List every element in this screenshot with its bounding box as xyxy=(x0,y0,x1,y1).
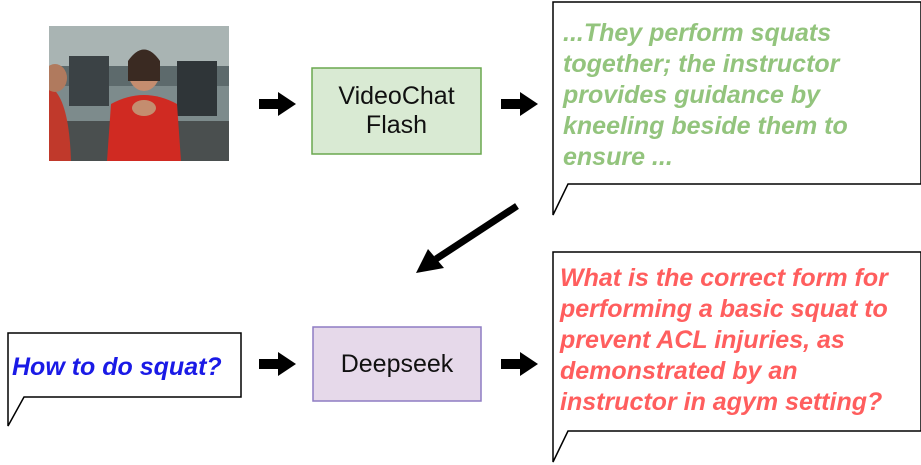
deepseek-box xyxy=(312,326,482,402)
videochat-flash-label: VideoChat Flash xyxy=(312,68,481,154)
gym-video-frame xyxy=(49,26,229,161)
query-text: What is the correct form for performing … xyxy=(560,264,888,416)
deepseek-label: Deepseek xyxy=(340,349,454,378)
caption-text: ...They perform squats together; the ins… xyxy=(563,19,848,171)
arrow-right-3 xyxy=(259,352,296,376)
caption-bubble xyxy=(552,1,921,216)
arrow-right-2 xyxy=(501,92,538,116)
videochat-flash-box xyxy=(311,67,482,155)
question-bubble xyxy=(7,332,242,427)
arrow-diagonal xyxy=(416,203,519,273)
videochat-label-line2: Flash xyxy=(365,111,428,139)
videochat-label-line1: VideoChat xyxy=(338,82,455,110)
query-bubble xyxy=(552,251,921,463)
question-text: How to do squat? xyxy=(12,353,222,381)
arrow-right-4 xyxy=(501,352,538,376)
arrow-right-1 xyxy=(259,92,296,116)
